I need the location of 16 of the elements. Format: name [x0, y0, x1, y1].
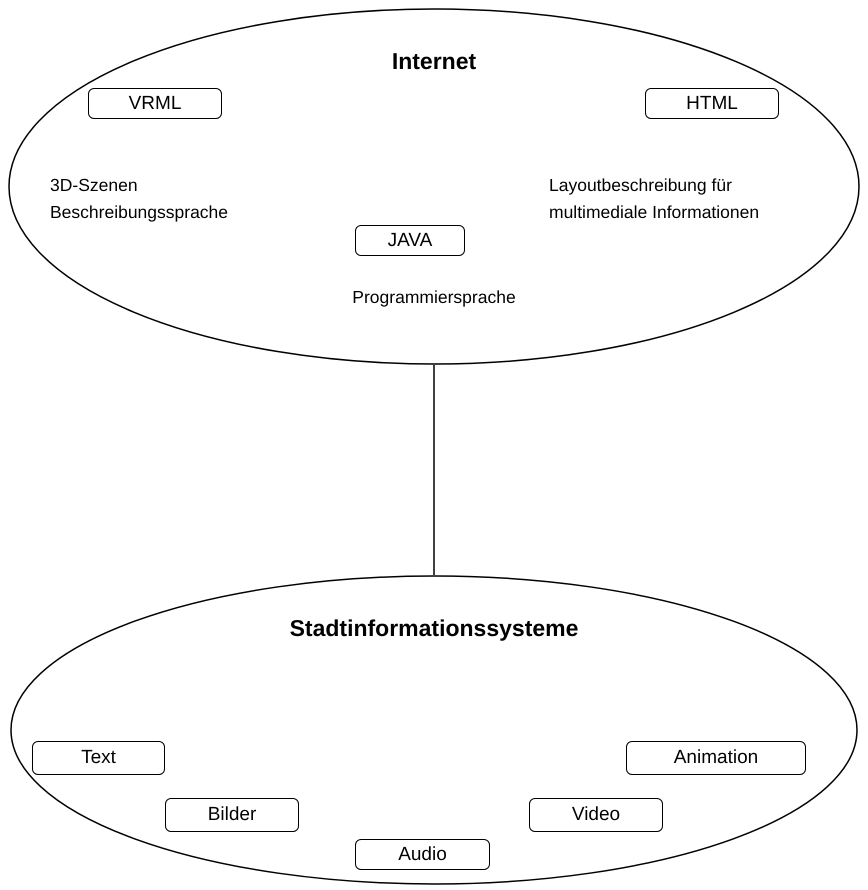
description-text: Layoutbeschreibung für multimediale Informationen — [549, 174, 760, 224]
description-text: Programmiersprache — [351, 286, 517, 309]
area-heading: Internet — [392, 48, 476, 75]
label-box: Bilder — [165, 798, 299, 832]
label-box: Text — [32, 741, 165, 775]
label-box: JAVA — [355, 225, 465, 256]
description-text: 3D-Szenen Beschreibungssprache — [50, 174, 230, 224]
label-box: Video — [529, 798, 663, 832]
area-heading: Stadtinformationssysteme — [290, 615, 578, 642]
ellipse-area — [8, 8, 860, 365]
label-box: VRML — [88, 88, 222, 119]
ellipse-area — [10, 575, 858, 885]
label-box: HTML — [645, 88, 779, 119]
connector-line — [433, 365, 435, 575]
label-box: Audio — [355, 839, 490, 870]
label-box: Animation — [626, 741, 806, 775]
